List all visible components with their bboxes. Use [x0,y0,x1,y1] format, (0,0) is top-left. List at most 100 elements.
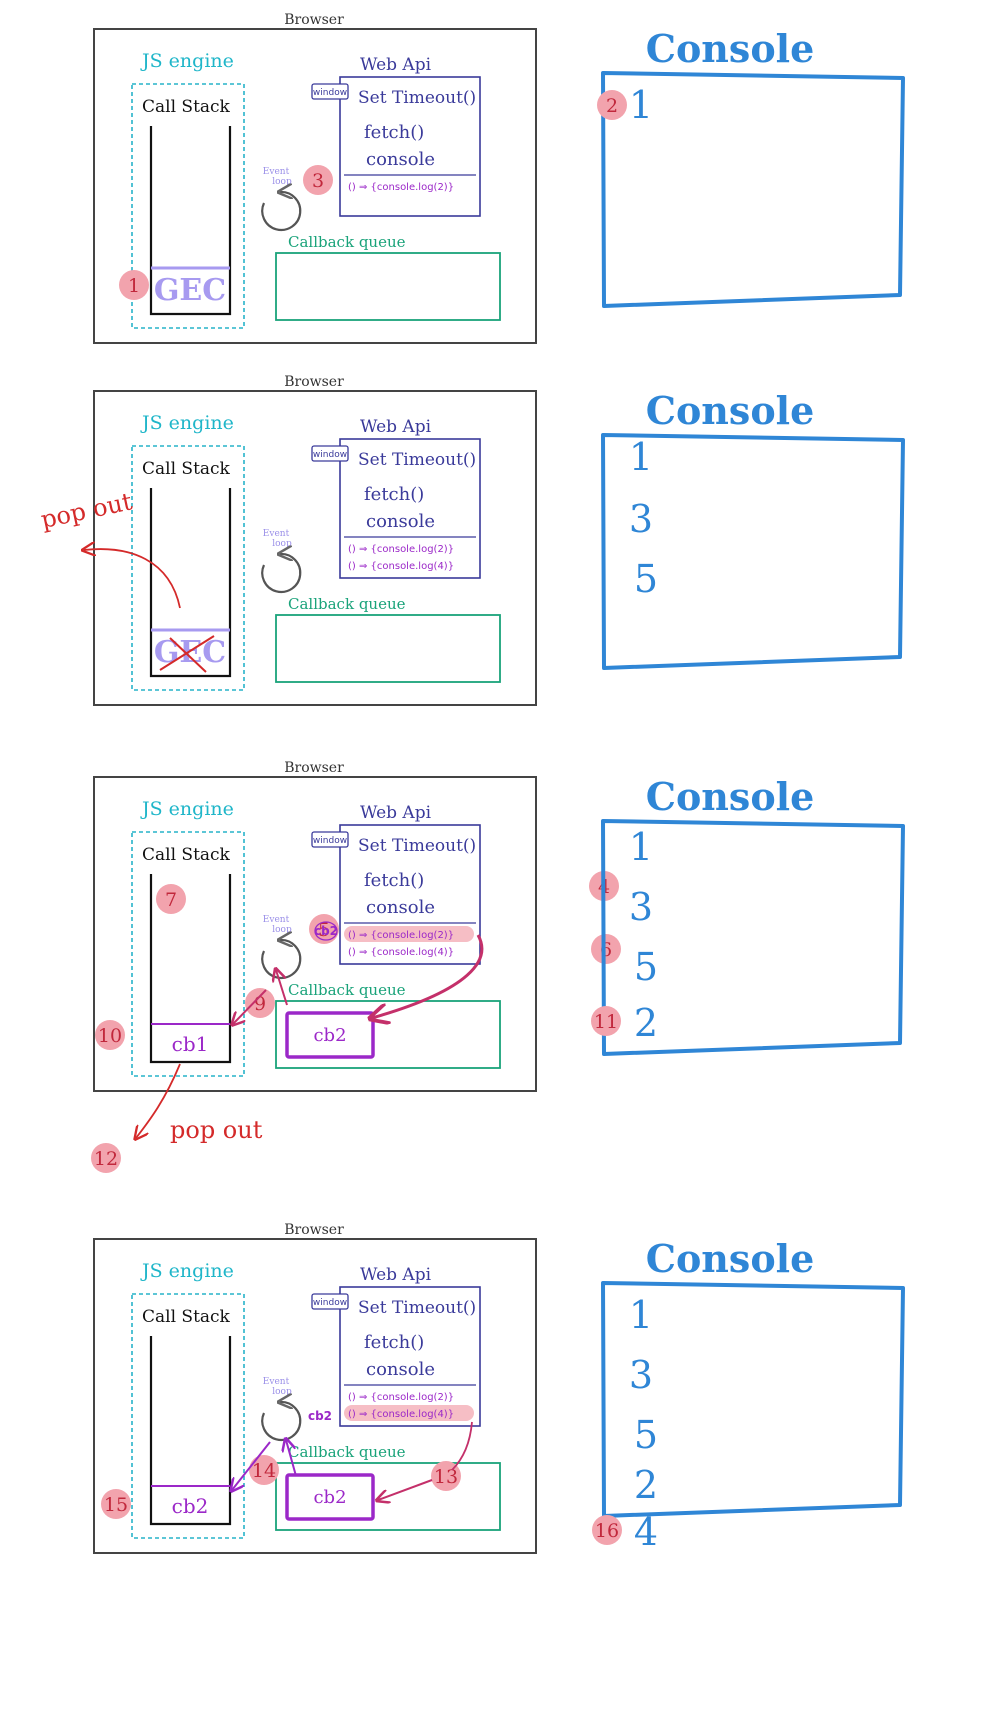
web-api-callback: () ⇒ {console.log(2)} [348,544,454,555]
fetch-label: fetch() [364,1332,424,1353]
event-loop-label-top: Event [263,529,290,539]
console-output-line: 1 [629,825,653,869]
window-label: window [313,1298,347,1308]
event-loop-label-bottom: loop [272,539,292,549]
web-api-frame [339,438,481,579]
web-api-callback: () ⇒ {console.log(4)} [348,947,454,958]
console-output-line: 5 [634,557,658,601]
step-badge-bg [591,934,621,964]
callback-queue-frame [275,614,501,683]
console-output-line: 3 [629,1353,653,1397]
stack-frame-cb2: cb2 [172,1494,209,1518]
js-engine-frame [131,445,245,691]
callback-queue-label: Callback queue [288,595,406,613]
console-api-label: console [366,149,435,170]
web-api-callback: () ⇒ {console.log(2)} [348,930,454,941]
callback-queue-label: Callback queue [288,981,406,999]
callback-queue-frame [275,1462,501,1531]
web-api-frame [339,76,481,217]
console-output-line: 1 [629,435,653,479]
call-stack-label: Call Stack [142,459,231,479]
console-api-label: console [366,1359,435,1380]
call-stack-label: Call Stack [142,845,231,865]
call-stack-label: Call Stack [142,97,231,117]
pop-out-arrow [136,1063,181,1138]
console-title: Console [646,774,815,819]
queue-item-box [285,1011,375,1059]
step-badge-bg [245,988,275,1018]
cb2-tag-ring [314,921,338,941]
console-frame [601,433,905,670]
step-number: 10 [98,1025,122,1047]
js-engine-label: JS engine [140,412,234,434]
loop-to-stack-arrow [232,1441,271,1490]
step-number: 12 [94,1148,118,1170]
web-api-label: Web Api [360,1265,432,1285]
step-badge-bg [101,1489,131,1519]
browser-label: Browser [284,12,344,28]
console-title: Console [646,26,815,71]
event-loop-label-bottom: loop [272,177,292,187]
step-number: 15 [104,1494,128,1516]
browser-frame [93,28,537,344]
step-number: 14 [252,1460,276,1482]
console-output-line: 1 [629,1293,653,1337]
step-number: 5 [318,919,330,941]
step-badge-bg [91,1143,121,1173]
step-badge-bg [156,884,186,914]
window-label: window [313,450,347,460]
queue-to-loop-arrow [286,1440,297,1477]
console-title: Console [646,1236,815,1281]
event-loop-icon [261,940,302,980]
event-loop-label-bottom: loop [272,925,292,935]
step-number: 2 [606,95,618,117]
console-api-label: console [366,511,435,532]
js-engine-frame [131,1293,245,1539]
event-loop-icon [261,554,302,594]
timer-to-queue-arrow [378,1479,433,1500]
console-output-line: 2 [634,1463,658,1507]
stack-frame-gec: GEC [154,273,226,308]
step-number: 11 [594,1011,618,1033]
callback-queue-frame [275,252,501,321]
console-output-line: 5 [634,945,658,989]
console-output-line: 3 [629,885,653,929]
web-api-cb2-tag: cb2 [314,924,338,938]
gec-cross-out [159,635,215,673]
console-frame [601,71,905,308]
step-badge-bg [119,270,149,300]
console-api-label: console [366,897,435,918]
event-loop-label-bottom: loop [272,1387,292,1397]
browser-frame [93,776,537,1092]
call-stack-container [149,488,232,678]
js-engine-frame [131,831,245,1077]
console-output-line: 5 [634,1413,658,1457]
console-title: Console [646,388,815,433]
web-api-cb2-tag: cb2 [308,1409,332,1423]
step-badge-bg [592,1515,622,1545]
web-api-callback: () ⇒ {console.log(4)} [348,561,454,572]
step-badge-bg [95,1020,125,1050]
window-tag [311,831,349,848]
event-loop-icon [261,192,302,232]
window-label: window [313,836,347,846]
step-number: 1 [128,275,140,297]
step-badge-bg [597,90,627,120]
callback-queue-label: Callback queue [288,1443,406,1461]
console-output-line: 4 [634,1510,658,1554]
console-frame [601,819,905,1056]
stack-frame-cb1: cb1 [172,1032,209,1056]
event-loop-label-top: Event [263,167,290,177]
set-timeout-label: Set Timeout() [358,836,476,856]
loop-to-stack-arrow [233,989,267,1024]
set-timeout-label: Set Timeout() [358,88,476,108]
callback-queue-label: Callback queue [288,233,406,251]
web-api-frame [339,1286,481,1427]
browser-label: Browser [284,760,344,776]
web-api-callback: () ⇒ {console.log(2)} [348,1392,454,1403]
browser-label: Browser [284,1222,344,1238]
